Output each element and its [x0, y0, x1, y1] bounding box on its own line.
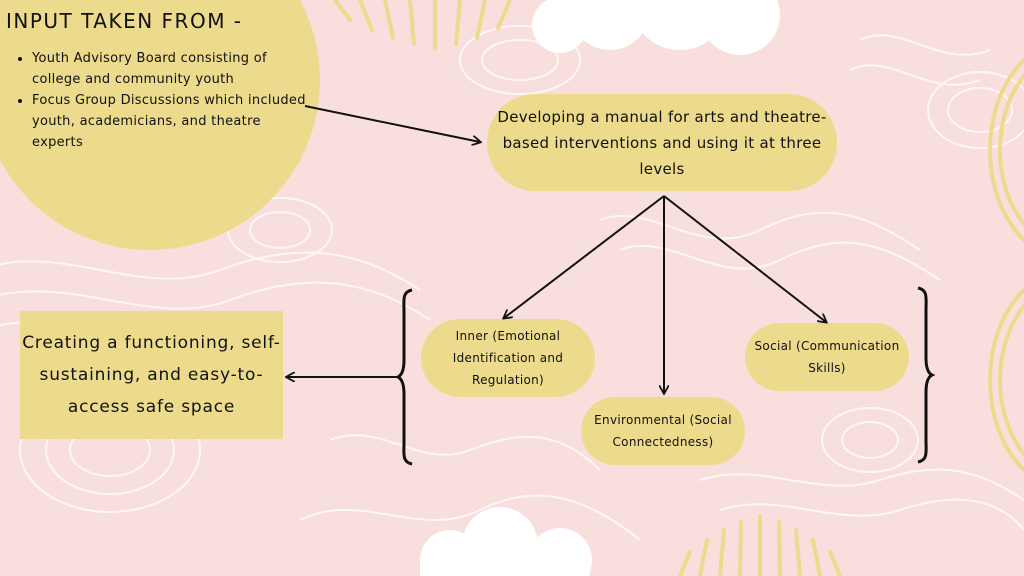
level-social-label: Social (Communication Skills) — [754, 339, 900, 375]
level-inner-box: Inner (Emotional Identification and Regu… — [421, 319, 595, 397]
right-rings — [988, 57, 1024, 473]
level-social-box: Social (Communication Skills) — [745, 323, 909, 391]
input-list: Youth Advisory Board consisting of colle… — [12, 48, 307, 153]
input-item-advisory-board: Youth Advisory Board consisting of colle… — [32, 48, 307, 90]
cloud-bottom — [420, 507, 592, 576]
outcome-safe-space-label: Creating a functioning, self-sustaining,… — [22, 333, 281, 417]
cloud-top — [532, 0, 780, 55]
sun-rays-top — [333, 0, 512, 50]
outcome-safe-space-box: Creating a functioning, self-sustaining,… — [20, 311, 283, 439]
level-environmental-box: Environmental (Social Connectedness) — [581, 397, 745, 465]
center-manual-box: Developing a manual for arts and theatre… — [487, 94, 837, 191]
sun-rays-bottom — [678, 514, 842, 576]
level-environmental-label: Environmental (Social Connectedness) — [594, 413, 732, 449]
sun-circle — [0, 0, 320, 250]
input-title: INPUT TAKEN FROM - — [6, 9, 243, 33]
input-item-focus-groups: Focus Group Discussions which included y… — [32, 90, 307, 153]
level-inner-label: Inner (Emotional Identification and Regu… — [452, 329, 564, 387]
center-manual-label: Developing a manual for arts and theatre… — [497, 107, 827, 178]
